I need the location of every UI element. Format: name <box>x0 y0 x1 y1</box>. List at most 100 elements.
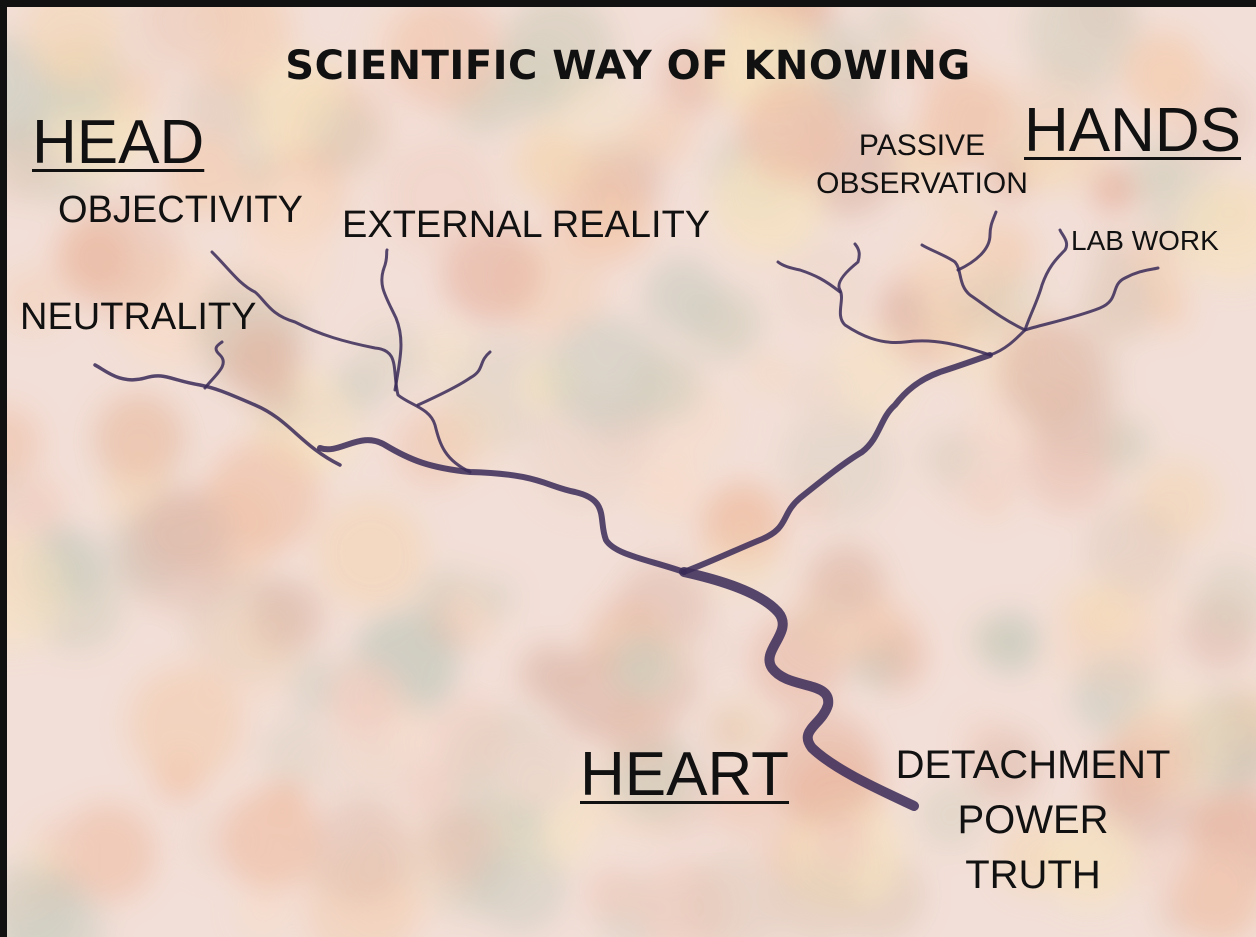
power-label: POWER <box>957 798 1109 842</box>
foliage-blob <box>64 200 182 318</box>
small-branch <box>416 350 492 407</box>
foliage-blob <box>813 813 871 871</box>
foliage-blob <box>519 644 580 705</box>
foliage-blob <box>607 699 675 767</box>
foliage-blob <box>489 43 570 124</box>
foliage-blob <box>387 0 503 112</box>
foliage-blob <box>315 498 426 609</box>
passive-observation-label: PASSIVE OBSERVATION <box>808 127 1036 203</box>
observation-branch <box>920 243 1027 332</box>
neutrality-branch <box>93 363 342 467</box>
foliage-blob <box>634 452 704 522</box>
passive-branch <box>837 242 992 357</box>
foliage-blob <box>917 73 1011 166</box>
foliage-blob <box>427 392 506 471</box>
foliage-blob <box>774 859 859 937</box>
foliage-blob <box>127 666 244 783</box>
foliage-blob <box>382 138 498 254</box>
foliage-blob <box>1121 31 1205 115</box>
hands-heading: HANDS <box>1024 96 1242 165</box>
foliage-blob <box>58 803 157 903</box>
foliage-blob <box>0 531 69 649</box>
heart-values-list: DETACHMENT POWER TRUTH <box>888 738 1178 903</box>
foliage-blob <box>920 430 976 485</box>
lab-work-branch <box>1023 228 1069 332</box>
foliage-blob <box>21 837 65 880</box>
foliage-blob <box>96 394 183 481</box>
passive-line: PASSIVE <box>858 129 986 162</box>
foliage-blob <box>1090 745 1163 818</box>
foliage-blob <box>512 127 587 201</box>
external-reality-label: EXTERNAL REALITY <box>342 204 711 246</box>
foliage-blob <box>712 774 774 837</box>
neutrality-label: NEUTRALITY <box>20 296 257 338</box>
foliage-blob <box>313 722 411 820</box>
foliage-blob <box>631 102 694 166</box>
foliage-blob <box>697 627 741 672</box>
foliage-blob <box>119 495 237 613</box>
foliage-blob <box>162 134 245 218</box>
foliage-blob <box>778 241 868 331</box>
foliage-blob <box>764 710 880 826</box>
foliage-blob <box>1092 233 1132 273</box>
foliage-blob <box>22 0 125 85</box>
foliage-blob <box>237 885 290 937</box>
slide-title: SCIENTIFIC WAY OF KNOWING <box>285 43 971 89</box>
foliage-blob <box>973 482 1010 519</box>
foliage-blob <box>224 323 301 400</box>
truth-label: TRUTH <box>965 853 1101 897</box>
observation-sub-branch <box>956 210 998 272</box>
foliage-blob <box>681 852 785 937</box>
left-twig-branch <box>776 260 842 294</box>
foliage-blob <box>327 661 401 735</box>
heart-heading: HEART <box>580 740 790 809</box>
foliage-blob <box>1 268 64 332</box>
foliage-blob <box>1155 840 1254 937</box>
foliage-blob <box>309 800 414 905</box>
foliage-blob <box>0 126 56 203</box>
trunk-to-heart <box>679 567 919 811</box>
lab-work-label: LAB WORK <box>1071 225 1219 256</box>
foliage-blob <box>0 860 82 937</box>
foliage-blob <box>739 77 847 185</box>
external-reality-branch <box>380 248 403 392</box>
foliage-blob <box>308 99 382 172</box>
head-heading: HEAD <box>32 108 205 177</box>
foliage-blob <box>122 0 223 80</box>
foliage-blob <box>206 439 321 554</box>
foliage-blob <box>1150 292 1190 331</box>
foliage-blob <box>509 764 556 810</box>
foliage-blob <box>611 635 674 697</box>
foliage-blob <box>712 698 771 757</box>
foliage-blob <box>1086 502 1183 598</box>
foliage-blob <box>1127 139 1186 198</box>
foliage-blob <box>1091 166 1138 213</box>
foliage-blob <box>220 789 322 891</box>
foliage-blob <box>306 395 346 435</box>
foliage-blob <box>261 176 328 243</box>
foliage-blob <box>1194 559 1256 635</box>
foliage-blob <box>969 617 1012 660</box>
foliage-blob <box>1025 0 1140 89</box>
head-branch <box>317 437 687 575</box>
foliage-blob <box>418 324 475 382</box>
foliage-blob <box>962 716 1004 758</box>
foliage-blob <box>867 0 923 52</box>
objectivity-branch <box>210 250 472 474</box>
foliage-blob <box>442 223 542 322</box>
foliage-blob <box>234 143 275 184</box>
foliage-blob <box>629 349 702 423</box>
foliage-blob <box>504 800 547 843</box>
foliage-blob <box>896 215 989 308</box>
detachment-label: DETACHMENT <box>895 743 1171 787</box>
foliage-blob <box>259 718 330 790</box>
foliage-blob <box>0 405 42 483</box>
foliage-blob <box>472 838 568 933</box>
foliage-blob <box>1044 815 1137 908</box>
foliage-blob <box>250 579 325 654</box>
foliage-blob <box>995 318 1097 421</box>
hands-branch <box>681 352 993 575</box>
foliage-blob <box>429 694 512 778</box>
